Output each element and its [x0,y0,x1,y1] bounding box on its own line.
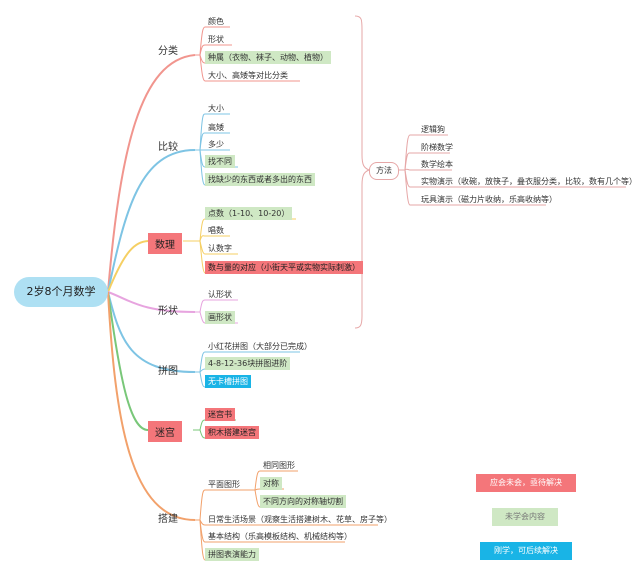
leaf-compare-quantity: 多少 [208,140,224,149]
method-bracket [354,15,371,329]
branch-compare: 比较 [158,142,178,153]
leaf-numbers-correspondence: 数与量的对应（小街天平或实物实际刺激） [205,261,363,274]
leaf-puzzle-flower: 小红花拼图（大部分已完成） [208,342,312,351]
leaf-build-plane-same: 相同图形 [263,461,295,470]
leaf-build-structure: 基本结构（乐高模板结构、机械结构等） [208,532,352,541]
leaf-shapes-recognize: 认形状 [208,290,232,299]
leaf-numbers-digits: 认数字 [208,244,232,253]
link-puzzle [107,291,196,373]
branch-build: 搭建 [158,514,178,525]
leaf-compare-size: 大小 [208,104,224,113]
branch-numbers: 数理 [148,233,182,254]
method-node: 方法 [369,162,399,180]
leaf-build-plane: 平面图形 [208,480,240,489]
leaf-puzzle-advanced: 4-8-12-36块拼图进阶 [205,357,291,370]
leaf-build-perform: 拼图表演能力 [205,548,259,561]
leaf-classify-shape: 形状 [208,35,224,44]
branch-puzzle: 拼图 [158,366,178,377]
leaf-shapes-draw: 画形状 [205,311,235,324]
link-numbers [107,240,149,293]
leaf-compare-missing: 找缺少的东西或者多出的东西 [205,173,315,186]
leaf-numbers-counting: 点数（1-10、10-20） [205,207,293,220]
branch-shapes: 形状 [158,306,178,317]
leaf-maze-blocks: 积木搭建迷宫 [205,426,259,439]
leaf-compare-difference: 找不同 [205,155,235,168]
leaf-classify-color: 颜色 [208,17,224,26]
branch-classify: 分类 [158,46,178,57]
method-toy-demo: 玩具演示（磁力片收纳，乐高收纳等） [421,195,557,204]
link-build [107,291,196,521]
legend-red: 应会未会，亟待解决 [476,474,576,492]
link-maze [107,291,149,431]
leaf-build-daily: 日常生活场景（观察生活搭建树木、花草、房子等） [208,515,392,524]
leaf-classify-category: 种属（衣物、袜子、动物、植物） [205,51,331,64]
method-math-picturebook: 数学绘本 [421,160,453,169]
leaf-puzzle-noslot: 无卡槽拼图 [205,375,251,388]
link-classify [107,54,196,293]
leaf-compare-height: 高矮 [208,123,224,132]
method-logic-dog: 逻辑狗 [421,125,445,134]
legend-blue: 刚学，可后续解决 [480,542,572,560]
leaf-numbers-chanting: 唱数 [208,226,224,235]
method-object-demo: 实物演示（收碗，放筷子，叠衣服分类，比较，数有几个等） [421,177,637,186]
leaf-classify-size: 大小、高矮等对比分类 [208,71,288,80]
leaf-build-plane-axis: 不同方向的对称轴切割 [260,495,346,508]
link-compare [107,149,196,293]
leaf-maze-book: 迷宫书 [205,408,235,421]
leaf-build-plane-symmetry: 对称 [260,477,282,490]
method-step-math: 阶梯数学 [421,143,453,152]
branch-maze: 迷宫 [148,421,182,442]
link-shapes [107,291,196,313]
root-node: 2岁8个月数学 [14,277,108,307]
legend-green: 未学会内容 [492,508,558,526]
